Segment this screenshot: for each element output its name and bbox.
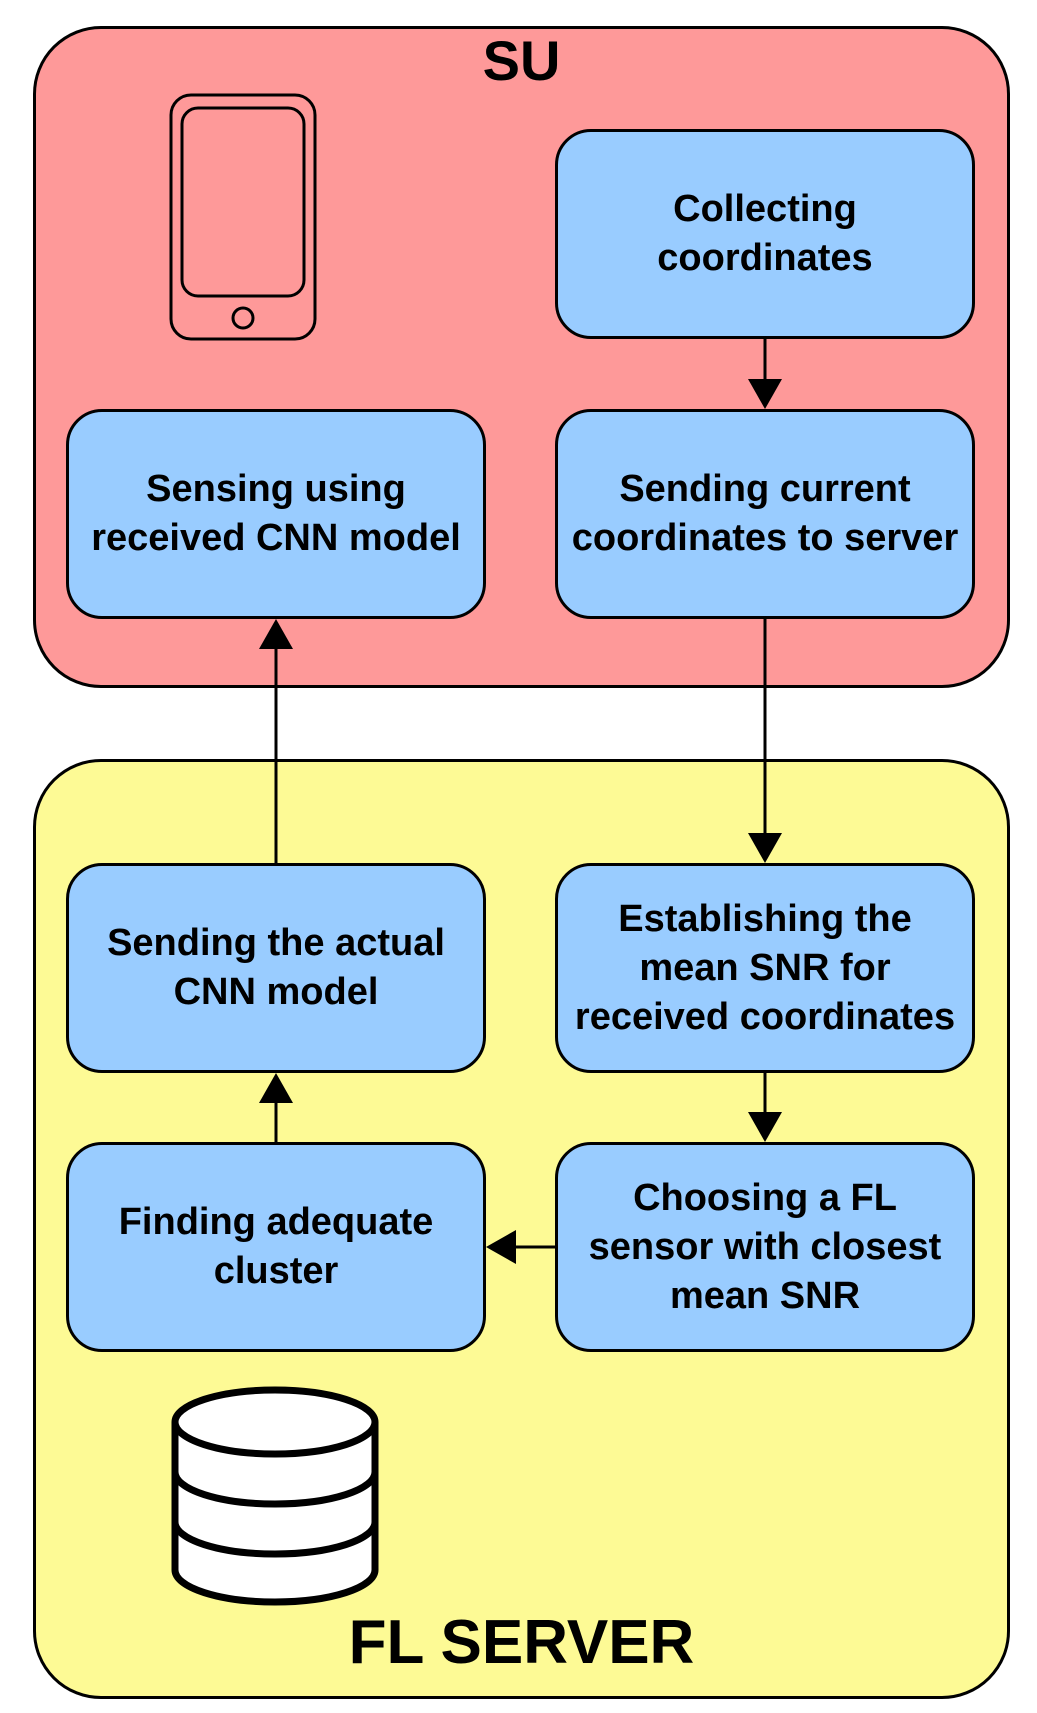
finding-cluster-label: Finding adequate cluster [118, 1201, 434, 1292]
sending-coordinates-label: Sending current coordinates to server [571, 468, 959, 559]
establishing-snr-label: Establishing the mean SNR for received c… [574, 897, 956, 1038]
establishing-snr-box: Establishing the mean SNR for received c… [555, 863, 975, 1073]
arrowhead-model-to-sensing [259, 619, 293, 649]
sensing-label: Sensing using received CNN model [91, 468, 461, 559]
finding-cluster-box: Finding adequate cluster [66, 1142, 486, 1352]
smartphone-icon [169, 93, 317, 341]
arrowhead-establish-to-choose [748, 1112, 782, 1142]
fl-server-title: FL SERVER [348, 1608, 695, 1677]
sending-model-label: Sending the actual CNN model [107, 922, 445, 1013]
arrowhead-choose-to-find [486, 1230, 516, 1264]
arrowhead-collect-to-send [748, 379, 782, 409]
collecting-coordinates-label: Collecting coordinates [657, 188, 873, 279]
choosing-sensor-box: Choosing a FL sensor with closest mean S… [555, 1142, 975, 1352]
choosing-sensor-label: Choosing a FL sensor with closest mean S… [588, 1176, 942, 1317]
database-icon [171, 1386, 379, 1606]
sensing-box: Sensing using received CNN model [66, 409, 486, 619]
collecting-coordinates-box: Collecting coordinates [555, 129, 975, 339]
su-title: SU [482, 29, 561, 92]
arrowhead-send-to-establish [748, 833, 782, 863]
sending-model-box: Sending the actual CNN model [66, 863, 486, 1073]
arrowhead-find-to-model [259, 1073, 293, 1103]
sending-coordinates-box: Sending current coordinates to server [555, 409, 975, 619]
